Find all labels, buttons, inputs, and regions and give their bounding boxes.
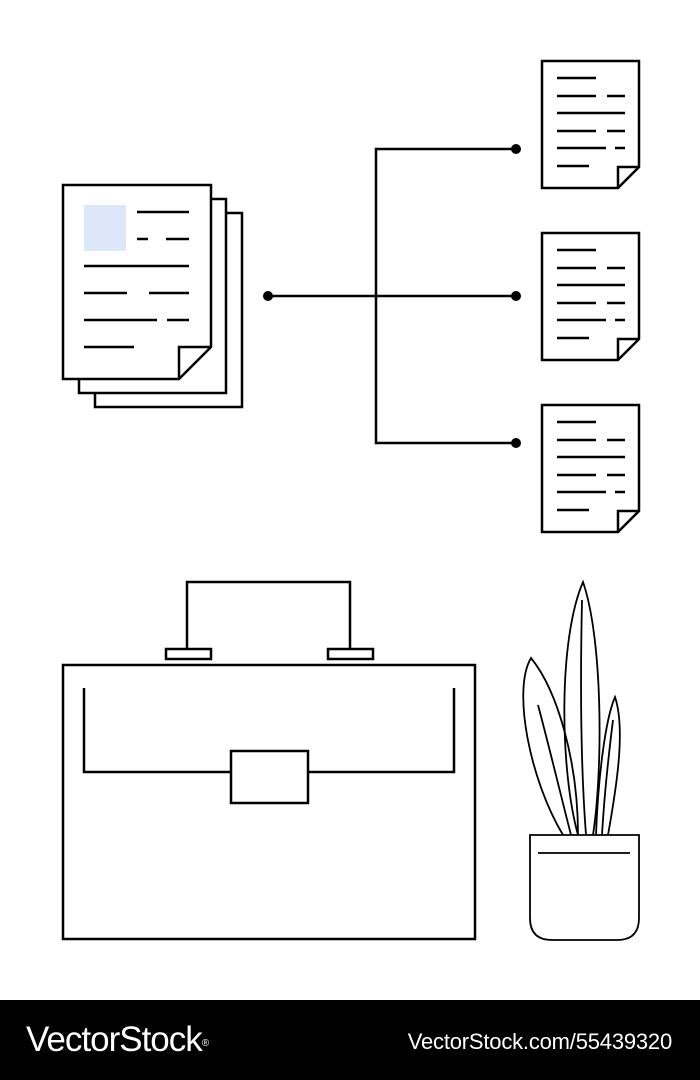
document-icon <box>540 59 641 190</box>
connector-dot <box>263 291 273 301</box>
connector-dot <box>511 291 521 301</box>
connector-dot <box>511 438 521 448</box>
connector-dot <box>511 144 521 154</box>
document-icon <box>540 231 641 362</box>
asset-id: VectorStock.com/55439320 <box>407 1029 672 1054</box>
illustration <box>61 59 641 941</box>
briefcase-clasp <box>229 749 310 805</box>
registered-mark: ® <box>201 1038 209 1049</box>
brand-logo: VectorStock® <box>26 1020 209 1060</box>
watermark-footer: VectorStock® VectorStock.com/55439320 <box>0 1000 700 1080</box>
document-icon <box>540 403 641 534</box>
brand-name: VectorStock <box>26 1020 203 1059</box>
image-placeholder <box>84 205 126 251</box>
connector-lines <box>263 144 521 448</box>
potted-plant-icon <box>522 579 640 941</box>
document-stack-icon <box>61 183 244 409</box>
briefcase-icon <box>61 580 477 941</box>
